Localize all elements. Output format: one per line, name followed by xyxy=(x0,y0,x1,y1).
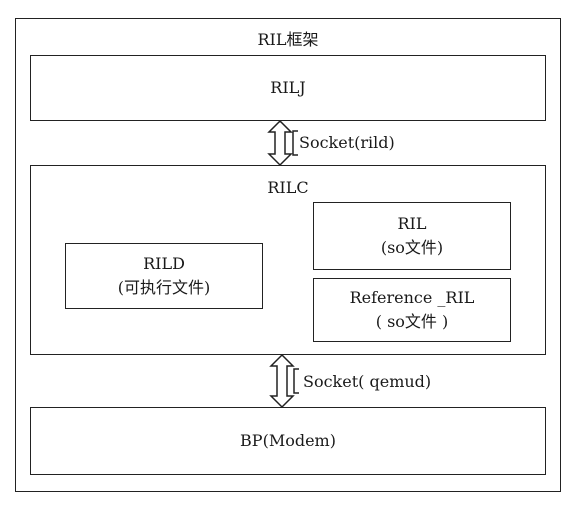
rilc-label: RILC xyxy=(267,178,309,197)
reference-ril-sublabel: ( so文件 ) xyxy=(375,312,449,331)
bracket-top-icon xyxy=(292,130,298,156)
bracket-bottom-icon xyxy=(293,368,299,394)
double-arrow-top-icon xyxy=(267,119,293,167)
frame-title: RIL框架 xyxy=(257,30,319,49)
reference-ril-box: Reference _RIL ( so文件 ) xyxy=(313,278,511,342)
ril-sublabel: (so文件) xyxy=(380,238,444,257)
bp-label: BP(Modem) xyxy=(240,431,336,450)
double-arrow-bottom-icon xyxy=(269,353,295,409)
rild-box: RILD (可执行文件) xyxy=(65,243,263,309)
ril-box: RIL (so文件) xyxy=(313,202,511,270)
reference-ril-label: Reference _RIL xyxy=(349,288,475,307)
ril-label: RIL xyxy=(397,214,427,233)
socket-rild-label: Socket(rild) xyxy=(299,133,395,152)
rilj-label: RILJ xyxy=(270,78,306,97)
rilj-box: RILJ xyxy=(30,55,546,121)
bp-box: BP(Modem) xyxy=(30,407,546,475)
rild-sublabel: (可执行文件) xyxy=(117,278,211,297)
rild-label: RILD xyxy=(143,254,185,273)
socket-qemud-label: Socket( qemud) xyxy=(303,372,432,391)
